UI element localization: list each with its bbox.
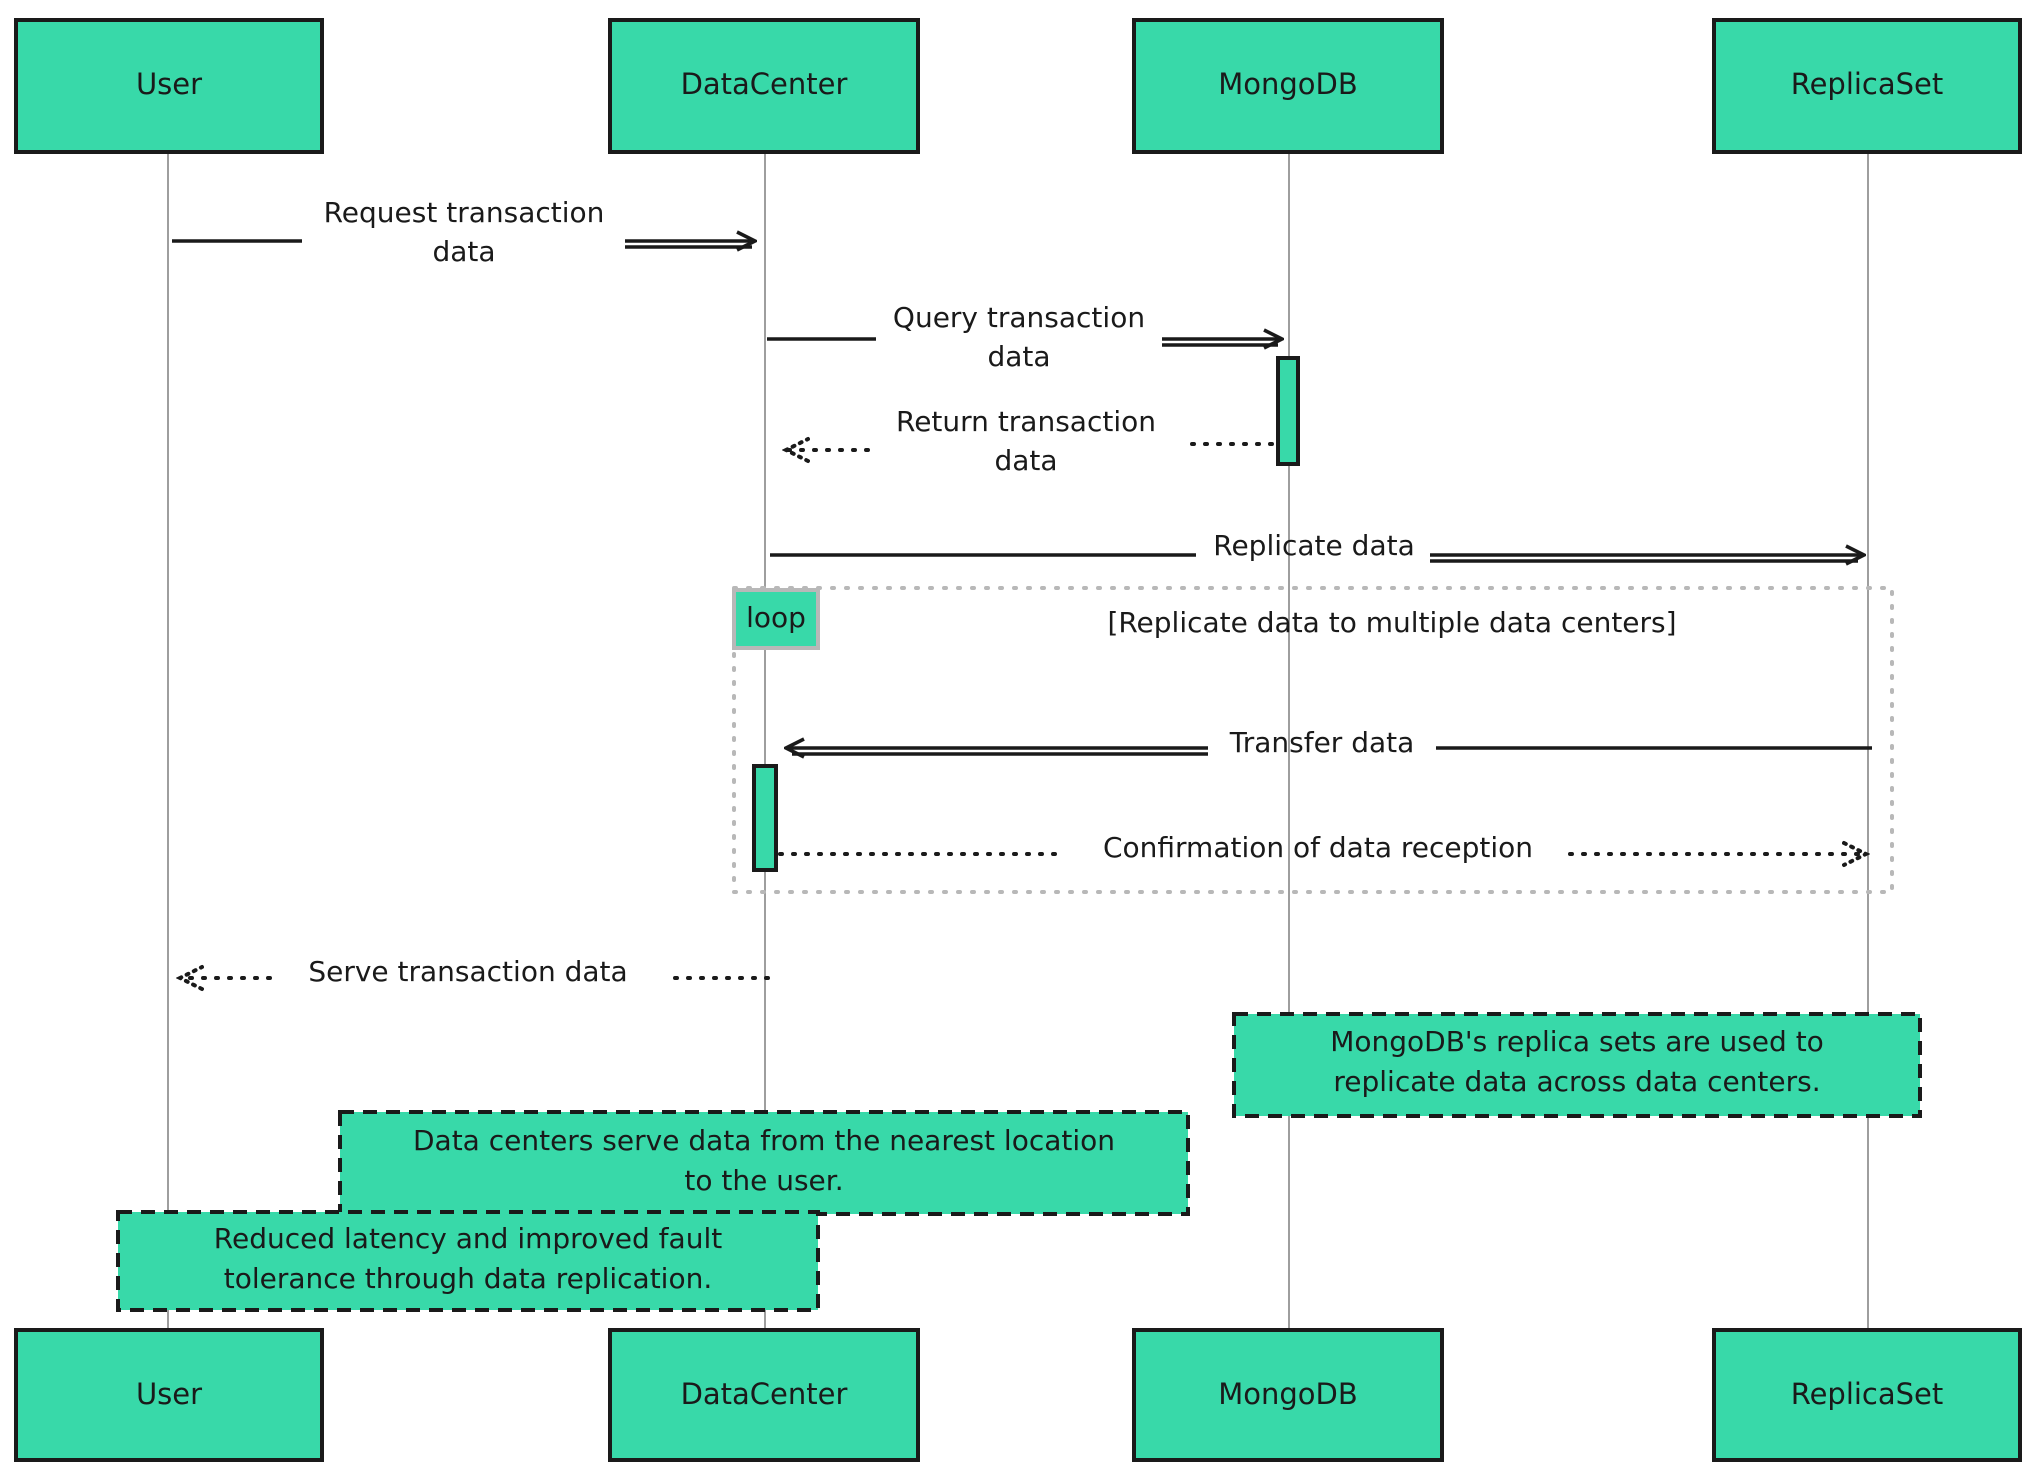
actor-datacenter-top-label: DataCenter (681, 67, 848, 101)
actor-user-bottom-label: User (136, 1377, 202, 1411)
loop-tag (732, 588, 820, 650)
note-nearest-location-line2: to the user. (684, 1164, 843, 1197)
loop-condition: [Replicate data to multiple data centers… (1107, 606, 1676, 639)
actor-datacenter-bottom-label: DataCenter (681, 1377, 848, 1411)
note-reduced-latency: Reduced latency and improved fault toler… (116, 1210, 820, 1312)
actor-replicaset-top-label: ReplicaSet (1791, 67, 1944, 101)
message-label-replicate: Replicate data (1213, 529, 1414, 562)
actor-user-top: User (14, 18, 324, 154)
messages (172, 241, 1872, 978)
actor-replicaset-bottom: ReplicaSet (1712, 1328, 2022, 1462)
message-label-query-line1: Query transaction (893, 301, 1145, 334)
message-label-query-line2: data (987, 340, 1050, 373)
actor-user-top-label: User (136, 67, 202, 101)
message-label-request-line1: Request transaction (324, 196, 605, 229)
activation-mongodb (1276, 356, 1300, 466)
actor-mongodb-top: MongoDB (1132, 18, 1444, 154)
actor-replicaset-top: ReplicaSet (1712, 18, 2022, 154)
message-label-confirmation: Confirmation of data reception (1103, 831, 1533, 864)
actor-replicaset-bottom-label: ReplicaSet (1791, 1377, 1944, 1411)
actor-datacenter-top: DataCenter (608, 18, 920, 154)
note-reduced-latency-line2: tolerance through data replication. (224, 1262, 712, 1295)
note-replica-sets-line2: replicate data across data centers. (1333, 1065, 1820, 1098)
loop-frame: loop [Replicate data to multiple data ce… (732, 586, 1894, 894)
actor-datacenter-bottom: DataCenter (608, 1328, 920, 1462)
note-nearest-location-line1: Data centers serve data from the nearest… (413, 1124, 1115, 1157)
message-label-serve: Serve transaction data (308, 955, 627, 988)
message-label-transfer: Transfer data (1229, 726, 1415, 759)
actor-user-bottom: User (14, 1328, 324, 1462)
message-label-request-line2: data (432, 235, 495, 268)
note-nearest-location: Data centers serve data from the nearest… (338, 1110, 1190, 1216)
actor-mongodb-top-label: MongoDB (1218, 67, 1358, 101)
message-label-return-line1: Return transaction (896, 405, 1156, 438)
actor-mongodb-bottom: MongoDB (1132, 1328, 1444, 1462)
message-labels: Request transaction data Query transacti… (308, 196, 1533, 988)
note-replica-sets: MongoDB's replica sets are used to repli… (1232, 1012, 1922, 1118)
loop-tag-label: loop (746, 601, 806, 634)
note-replica-sets-line1: MongoDB's replica sets are used to (1330, 1025, 1824, 1058)
note-reduced-latency-line1: Reduced latency and improved fault (214, 1222, 722, 1255)
actor-mongodb-bottom-label: MongoDB (1218, 1377, 1358, 1411)
message-label-return-line2: data (994, 444, 1057, 477)
activation-datacenter (752, 764, 778, 872)
